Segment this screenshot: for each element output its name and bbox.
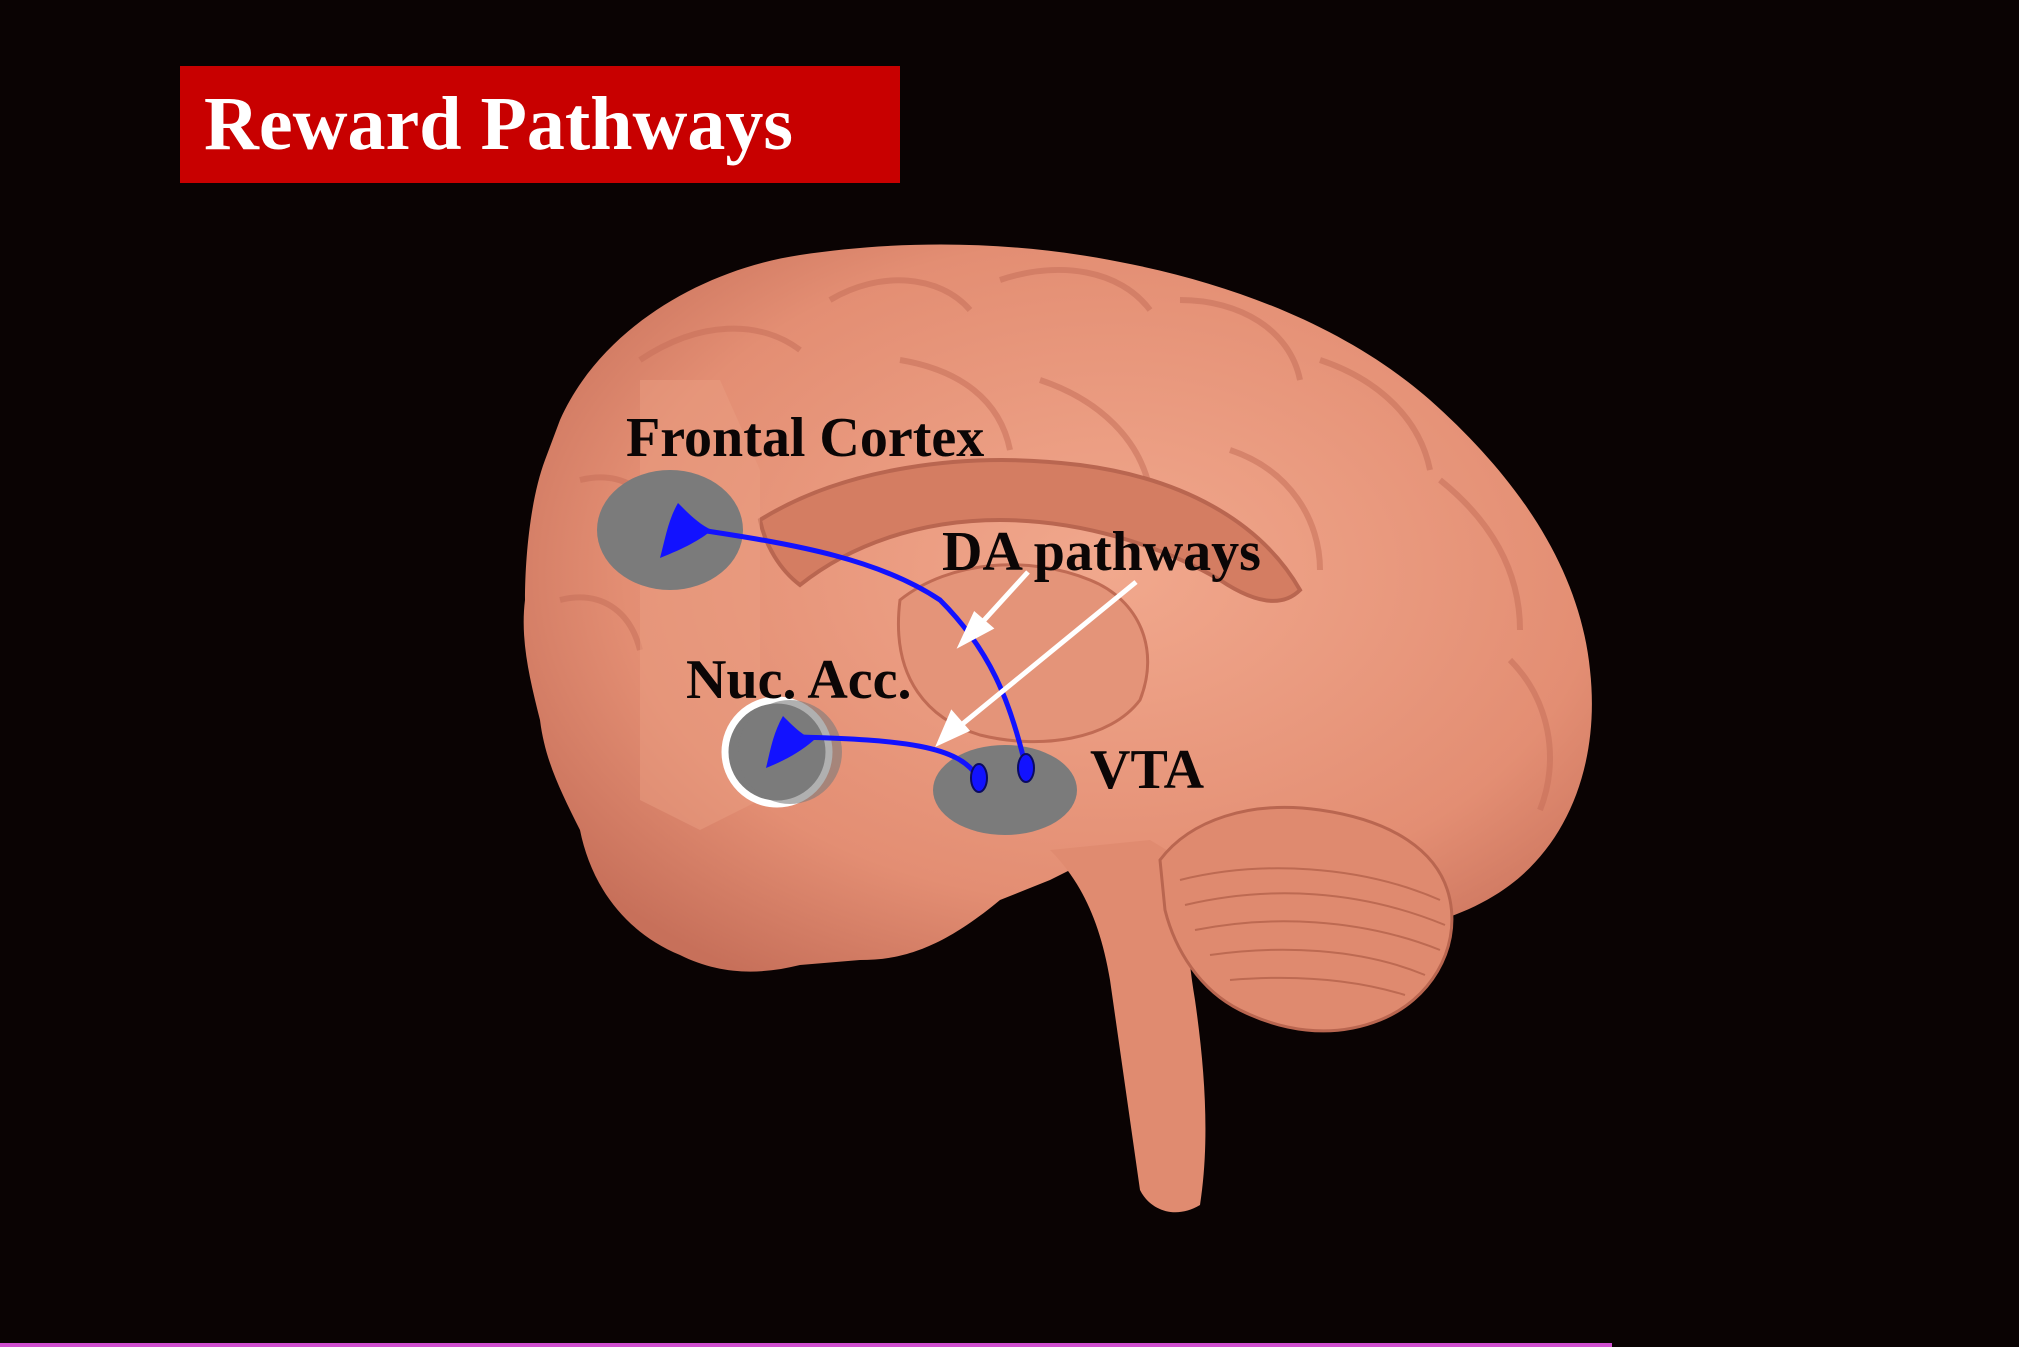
pathway-vta-to-frontal bbox=[699, 527, 1029, 769]
neuron-soma-icon bbox=[1017, 753, 1035, 783]
page-title: Reward Pathways bbox=[204, 82, 793, 166]
bottom-border bbox=[0, 1343, 1612, 1347]
da-pathways-arrows bbox=[935, 570, 1138, 747]
brain-cerebellum bbox=[1158, 806, 1454, 1033]
title-bar: Reward Pathways bbox=[180, 66, 900, 183]
label-nucleus-accumbens: Nuc. Acc. bbox=[686, 649, 912, 711]
arrow-head-icon bbox=[935, 709, 971, 747]
cortex-gyri bbox=[559, 267, 1553, 812]
label-vta: VTA bbox=[1090, 739, 1205, 801]
pathway-vta-to-nac bbox=[799, 734, 981, 780]
label-da-pathways: DA pathways bbox=[942, 521, 1261, 583]
brain-stem bbox=[1050, 840, 1206, 1213]
corpus-callosum bbox=[757, 458, 1303, 603]
label-frontal-cortex: Frontal Cortex bbox=[626, 407, 985, 469]
arrow-to-frontal-pathway bbox=[975, 570, 1030, 630]
neuron-cell-body-icon bbox=[766, 716, 814, 768]
cerebellum-folia bbox=[1179, 867, 1446, 996]
arrow-to-nac-pathway bbox=[958, 580, 1138, 728]
thalamus bbox=[897, 563, 1150, 744]
arrow-head-icon bbox=[956, 610, 995, 649]
neuron-cell-body-icon bbox=[660, 503, 712, 558]
neuron-soma-icon bbox=[970, 763, 988, 793]
